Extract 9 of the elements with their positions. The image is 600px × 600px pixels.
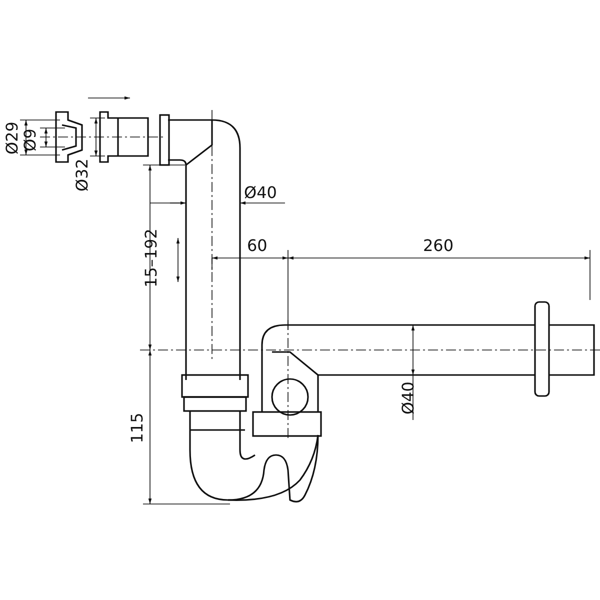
dimension-label: 260 bbox=[423, 238, 454, 254]
dimension-label: Ø9 bbox=[22, 128, 38, 152]
dimension-label: 115 bbox=[129, 412, 146, 444]
dimension-label: Ø40 bbox=[400, 382, 416, 414]
dimension-label: Ø32 bbox=[74, 158, 90, 192]
dimension-label: 15–192 bbox=[143, 228, 160, 288]
dimension-label: Ø29 bbox=[4, 122, 20, 154]
dimension-label: Ø40 bbox=[244, 185, 277, 201]
dimension-label: 60 bbox=[247, 238, 268, 254]
